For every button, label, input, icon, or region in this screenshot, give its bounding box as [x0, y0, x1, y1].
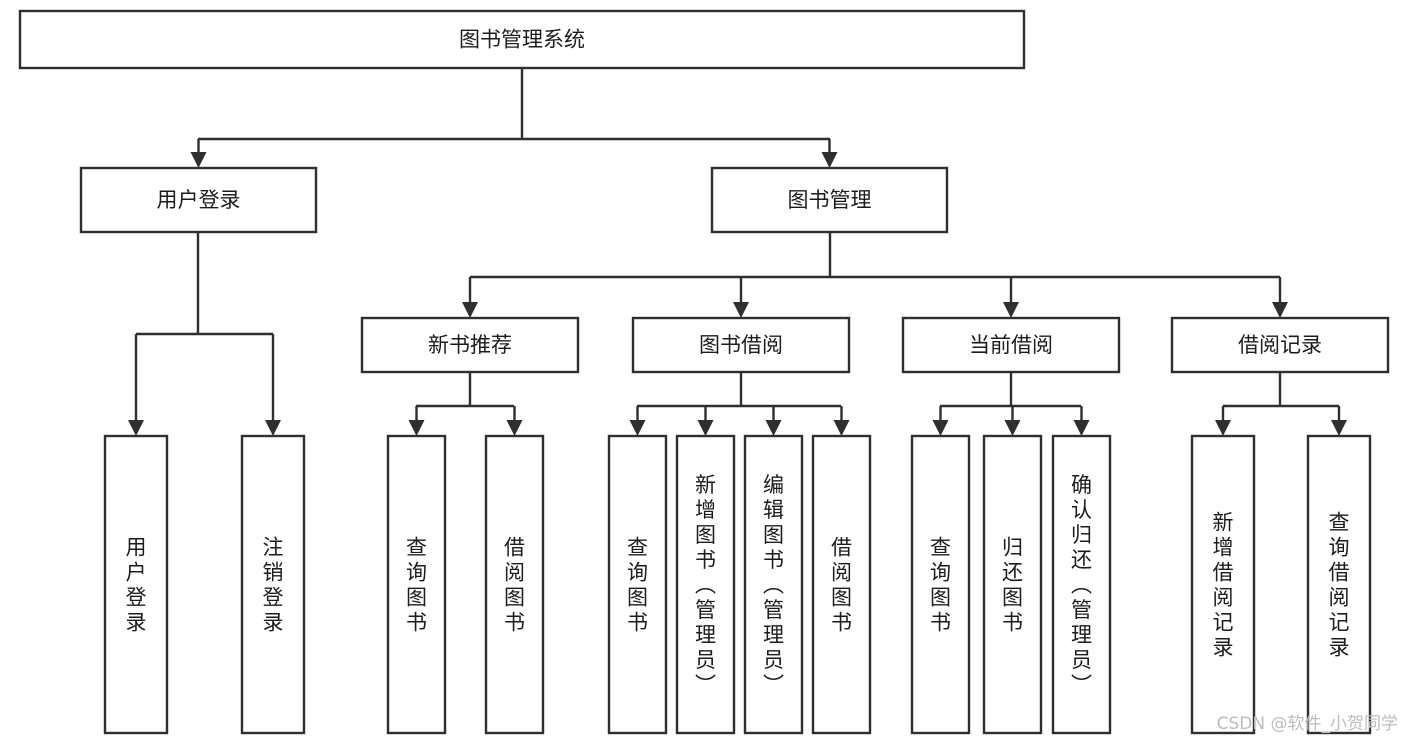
node-box	[901, 316, 1121, 374]
node-leaf-0[interactable]: 用户登录	[103, 434, 169, 735]
node-label: 借阅图书	[831, 536, 852, 635]
connector-layer	[128, 68, 1347, 436]
node-label: 查询图书	[406, 536, 427, 635]
node-label: 注销登录	[263, 536, 284, 635]
node-label: 新书推荐	[428, 333, 512, 357]
node-box	[79, 166, 318, 234]
node-leaf-8[interactable]: 查询图书	[910, 434, 971, 735]
node-leaf-4[interactable]: 查询图书	[607, 434, 668, 735]
node-leaf-12[interactable]: 查询借阅记录	[1306, 434, 1372, 735]
arrow-head-icon	[765, 420, 782, 436]
arrow-head-icon	[697, 420, 714, 436]
node-leaf-3[interactable]: 借阅图书	[484, 434, 545, 735]
node-box	[675, 434, 736, 735]
node-leaf-7[interactable]: 借阅图书	[811, 434, 872, 735]
arrow-head-icon	[733, 302, 749, 318]
node-l3-3[interactable]: 借阅记录	[1170, 316, 1390, 374]
node-box	[1306, 434, 1372, 735]
arrow-head-icon	[932, 420, 949, 436]
node-leaf-1[interactable]: 注销登录	[240, 434, 306, 735]
arrow-head-icon	[1331, 420, 1347, 436]
node-leaf-11[interactable]: 新增借阅记录	[1190, 434, 1256, 735]
node-label: 当前借阅	[969, 333, 1053, 357]
arrow-head-icon	[265, 420, 281, 436]
arrow-head-icon	[1073, 420, 1090, 436]
node-box	[240, 434, 306, 735]
node-label: 归还图书	[1002, 536, 1023, 635]
node-root-0[interactable]: 图书管理系统	[18, 9, 1026, 70]
node-label: 借阅图书	[504, 536, 525, 635]
node-box	[1190, 434, 1256, 735]
node-box	[710, 166, 949, 234]
node-label: 用户登录	[126, 536, 147, 635]
arrow-head-icon	[1215, 420, 1231, 436]
node-label: 查询图书	[930, 536, 951, 635]
node-leaf-10[interactable]: 确认归还︵管理员︶	[1051, 434, 1112, 735]
arrow-head-icon	[629, 420, 646, 436]
node-l3-1[interactable]: 图书借阅	[631, 316, 851, 374]
node-leaf-6[interactable]: 编辑图书︵管理员︶	[743, 434, 804, 735]
node-leaf-9[interactable]: 归还图书	[982, 434, 1043, 735]
node-box	[103, 434, 169, 735]
node-leaf-5[interactable]: 新增图书︵管理员︶	[675, 434, 736, 735]
arrow-head-icon	[1003, 302, 1019, 318]
node-label: 新增图书︵管理员︶	[695, 473, 716, 697]
node-l2-1[interactable]: 图书管理	[710, 166, 949, 234]
node-box	[811, 434, 872, 735]
node-box	[982, 434, 1043, 735]
arrow-head-icon	[506, 420, 523, 436]
node-label: 查询图书	[627, 536, 648, 635]
arrow-head-icon	[190, 152, 207, 168]
node-l3-2[interactable]: 当前借阅	[901, 316, 1121, 374]
node-box	[607, 434, 668, 735]
node-label: 编辑图书︵管理员︶	[763, 473, 784, 697]
node-box	[1170, 316, 1390, 374]
node-leaf-2[interactable]: 查询图书	[386, 434, 447, 735]
arrow-head-icon	[1004, 420, 1021, 436]
node-box	[1051, 434, 1112, 735]
node-label: 查询借阅记录	[1329, 511, 1350, 660]
arrow-head-icon	[821, 152, 838, 168]
node-l3-0[interactable]: 新书推荐	[360, 316, 580, 374]
node-box	[360, 316, 580, 374]
node-label: 图书管理系统	[459, 28, 585, 52]
node-label: 新增借阅记录	[1213, 511, 1234, 660]
node-label: 确认归还︵管理员︶	[1071, 473, 1092, 697]
node-box	[910, 434, 971, 735]
node-label: 图书管理	[788, 188, 872, 212]
node-label: 用户登录	[157, 188, 241, 212]
node-label: 借阅记录	[1238, 333, 1322, 357]
node-box	[386, 434, 447, 735]
arrow-head-icon	[408, 420, 425, 436]
node-layer: 图书管理系统用户登录图书管理新书推荐图书借阅当前借阅借阅记录用户登录注销登录查询…	[18, 9, 1390, 735]
arrow-head-icon	[462, 302, 478, 318]
node-l2-0[interactable]: 用户登录	[79, 166, 318, 234]
arrow-head-icon	[128, 420, 144, 436]
node-box	[484, 434, 545, 735]
node-box	[631, 316, 851, 374]
arrow-head-icon	[1272, 302, 1288, 318]
watermark-label: CSDN @软件_小贺同学	[1217, 714, 1398, 734]
node-box	[743, 434, 804, 735]
node-box	[18, 9, 1026, 70]
arrow-head-icon	[833, 420, 850, 436]
node-label: 图书借阅	[699, 333, 783, 357]
